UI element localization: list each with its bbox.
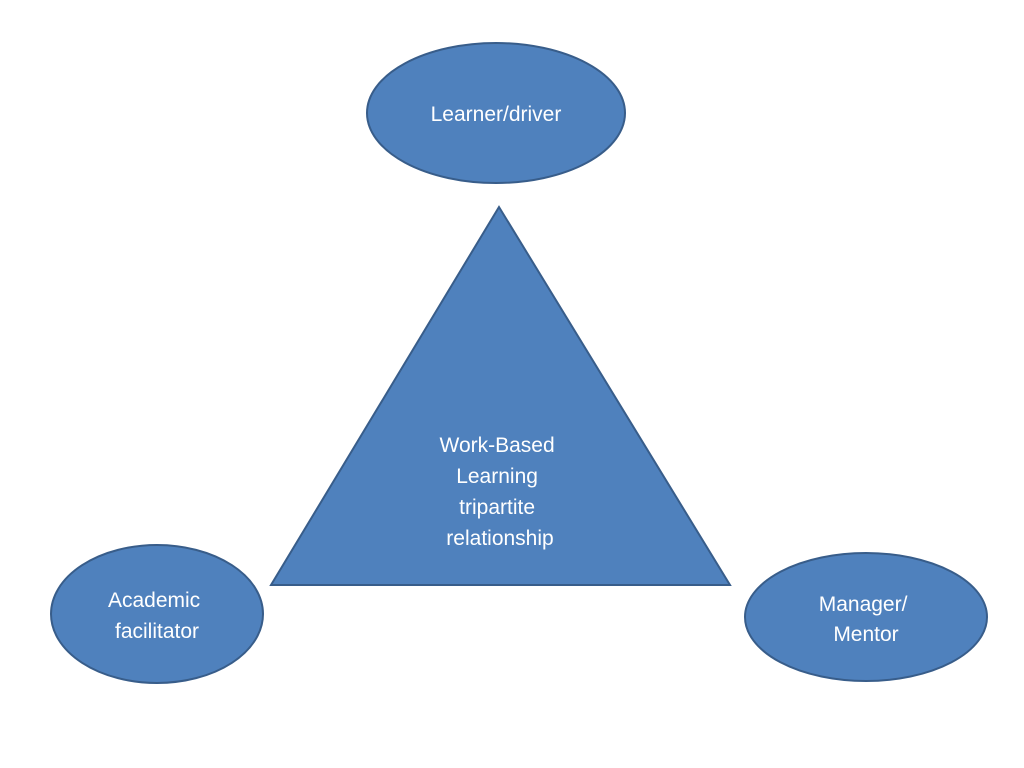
- manager-mentor-label: Manager/ Mentor: [819, 593, 914, 646]
- academic-facilitator-label: Academic facilitator: [108, 589, 206, 643]
- central-triangle: [269, 205, 732, 586]
- manager-mentor-label-line-2: Mentor: [833, 623, 898, 646]
- academic-facilitator-label-line-2: facilitator: [115, 620, 199, 643]
- triangle-label: Work-Based Learning tripartite relations…: [440, 434, 561, 550]
- academic-facilitator-label-line-1: Academic: [108, 589, 200, 612]
- triangle-label-line-1: Work-Based: [440, 434, 555, 457]
- learner-driver-ellipse: [366, 42, 626, 184]
- learner-driver-label: Learner/driver: [431, 103, 562, 126]
- academic-facilitator-ellipse: [50, 544, 264, 684]
- triangle-label-line-2: Learning: [456, 465, 538, 488]
- manager-mentor-ellipse: [744, 552, 988, 682]
- triangle-label-line-4: relationship: [446, 527, 553, 550]
- learner-driver-label-line-1: Learner/driver: [431, 103, 562, 126]
- manager-mentor-label-line-1: Manager/: [819, 593, 908, 616]
- triangle-label-line-3: tripartite: [459, 496, 535, 519]
